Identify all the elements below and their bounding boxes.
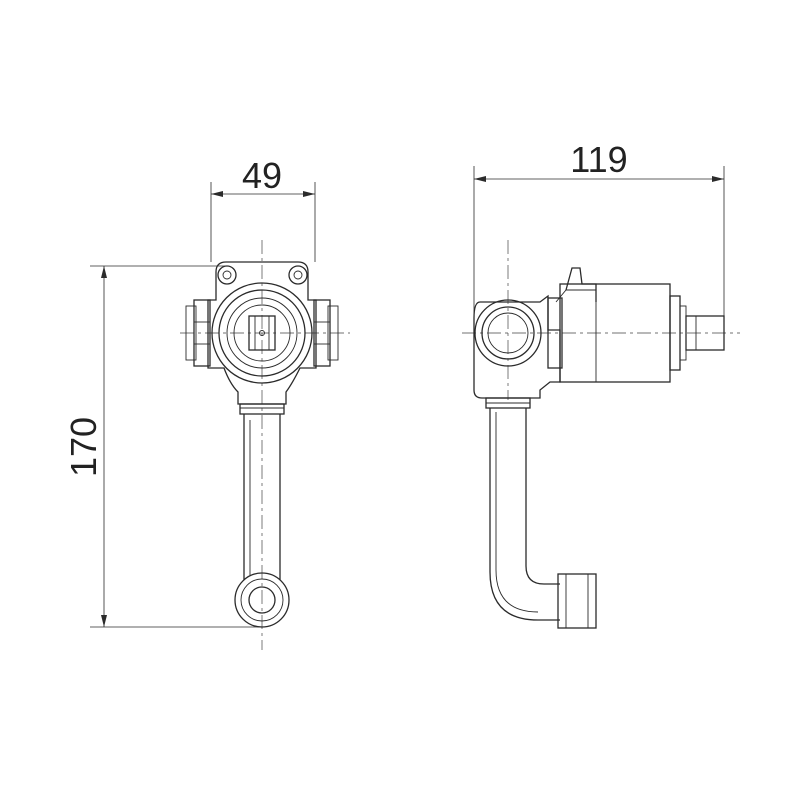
dimension-height: 170 [63,265,262,628]
dimension-depth: 119 [473,139,725,326]
dimension-width-label: 49 [242,155,282,196]
dimension-depth-label: 119 [570,139,627,180]
side-view [462,240,740,629]
dimension-width: 49 [210,155,316,262]
dimension-height-label: 170 [63,417,104,477]
front-view [180,240,350,650]
